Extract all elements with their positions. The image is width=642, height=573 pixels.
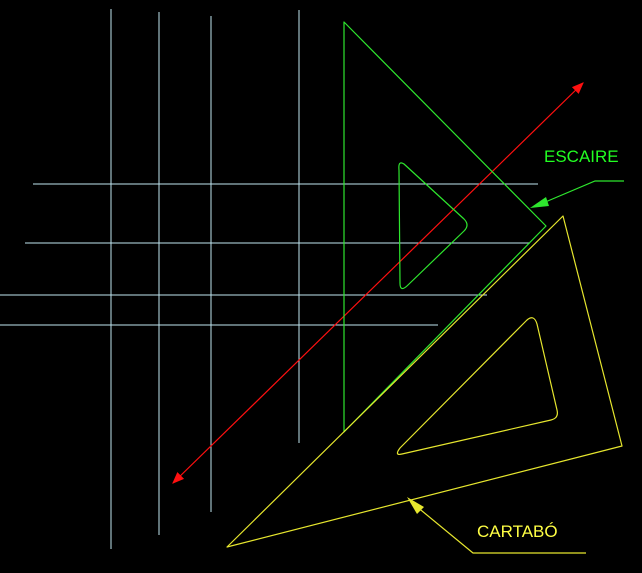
diagonal-arrow — [172, 82, 584, 484]
escaire-set-square — [343, 21, 547, 433]
escaire-label: ESCAIRE — [544, 147, 619, 166]
escaire-leader-arrowhead — [530, 197, 549, 208]
cartabo-set-square — [226, 215, 623, 548]
escaire-outline — [343, 21, 547, 433]
cartabo-label: CARTABÓ — [477, 522, 558, 541]
escaire-inner-cutout — [398, 162, 468, 290]
vertical-construction-lines — [110, 9, 300, 549]
cartabo-inner-cutout — [396, 317, 558, 455]
cartabo-leader-arrowhead — [407, 497, 424, 514]
escaire-leader — [530, 180, 624, 208]
cartabo-outline — [226, 215, 623, 548]
cartabo-leader — [407, 497, 586, 554]
